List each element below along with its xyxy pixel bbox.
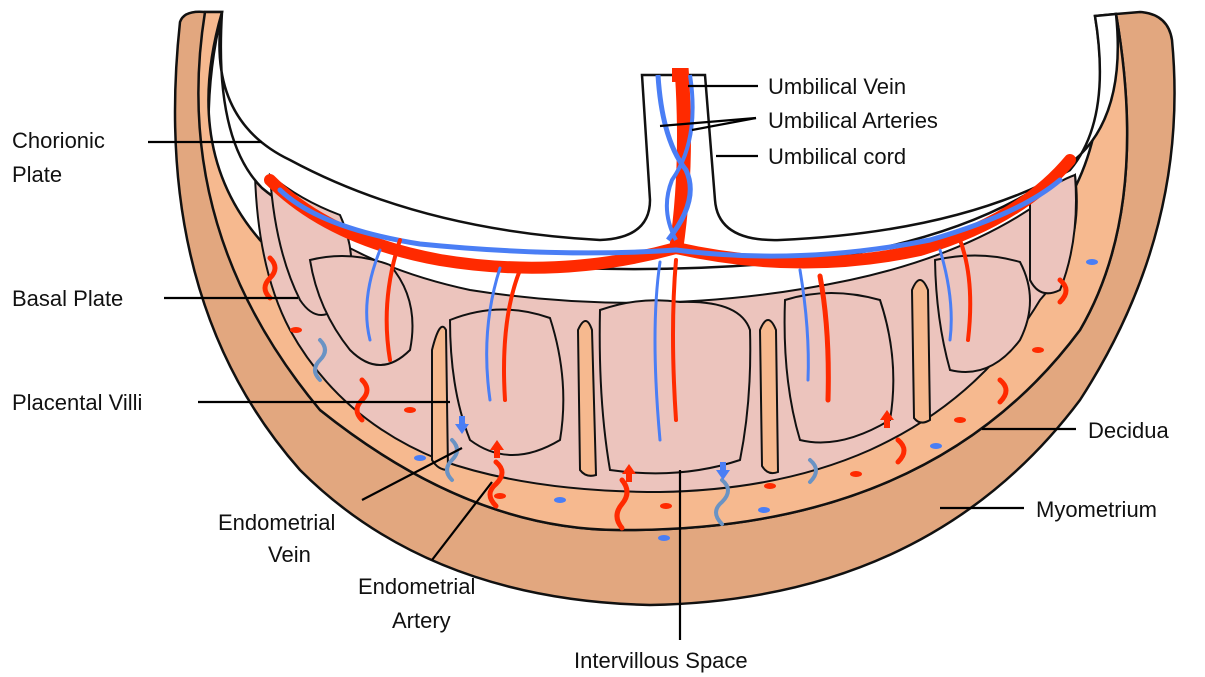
label-endometrial-artery-2: Artery xyxy=(392,608,451,633)
label-endometrial-vein-2: Vein xyxy=(268,542,311,567)
label-decidua: Decidua xyxy=(1088,418,1169,443)
label-intervillous-space: Intervillous Space xyxy=(574,648,748,673)
label-myometrium: Myometrium xyxy=(1036,497,1157,522)
label-basal-plate: Basal Plate xyxy=(12,286,123,311)
label-umbilical-cord: Umbilical cord xyxy=(768,144,906,169)
label-chorionic-plate-2: Plate xyxy=(12,162,62,187)
label-placental-villi: Placental Villi xyxy=(12,390,142,415)
label-umbilical-arteries: Umbilical Arteries xyxy=(768,108,938,133)
label-umbilical-vein: Umbilical Vein xyxy=(768,74,906,99)
label-endometrial-artery-1: Endometrial xyxy=(358,574,475,599)
label-chorionic-plate-1: Chorionic xyxy=(12,128,105,153)
label-endometrial-vein-1: Endometrial xyxy=(218,510,335,535)
